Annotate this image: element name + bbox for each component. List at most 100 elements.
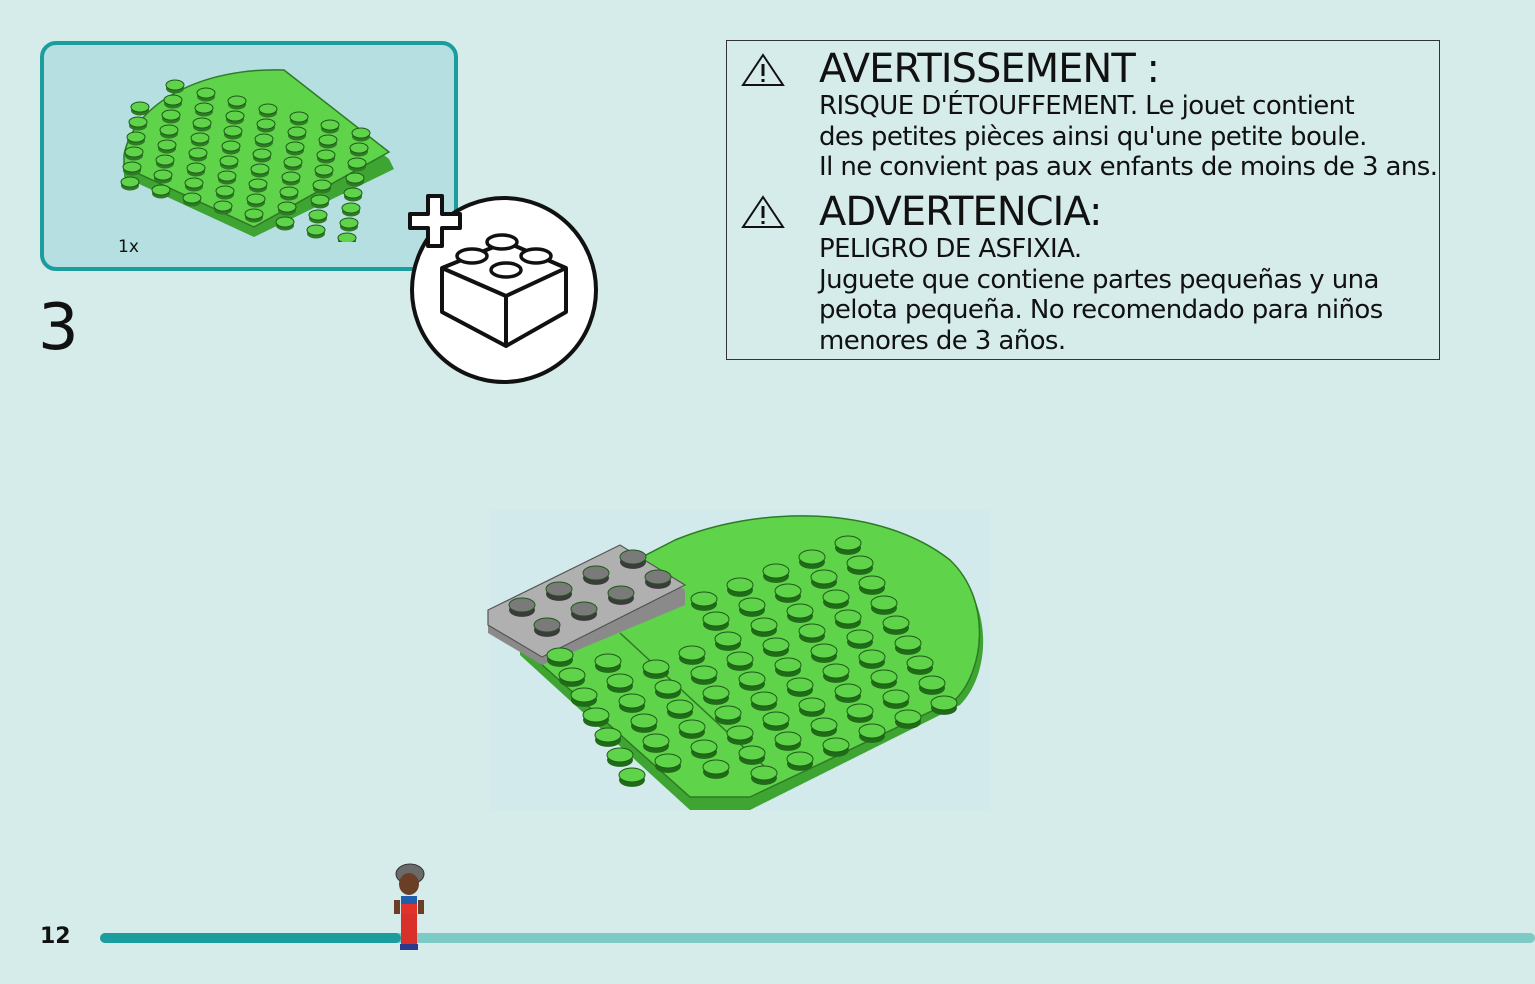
stud-top: [846, 703, 874, 719]
stud-top: [786, 603, 814, 619]
warning-line-es-1: PELIGRO DE ASFIXIA.: [819, 234, 1082, 264]
stud-top: [283, 156, 303, 168]
stud-top: [310, 194, 330, 206]
stud-top: [341, 202, 361, 214]
stud-top: [726, 651, 754, 667]
stud-top: [213, 200, 233, 212]
stud-top: [219, 155, 239, 167]
stud-top: [122, 161, 142, 173]
stud-top: [182, 192, 202, 204]
stud-top: [159, 124, 179, 136]
stud-top: [774, 657, 802, 673]
stud-top: [545, 581, 573, 597]
stud-top: [762, 637, 790, 653]
warning-line-es-4: menores de 3 años.: [819, 326, 1066, 356]
page-number: 12: [40, 924, 71, 949]
stud-top: [930, 695, 958, 711]
add-brick-icon: [408, 194, 598, 384]
stud-top: [217, 170, 237, 182]
stud-top: [619, 549, 647, 565]
stud-top: [594, 653, 622, 669]
minifigure-icon: [394, 863, 425, 950]
stud-top: [738, 671, 766, 687]
stud-top: [582, 707, 610, 723]
stud-top: [606, 747, 634, 763]
stud-top: [347, 157, 367, 169]
stud-top: [882, 689, 910, 705]
choking-warning: AVERTISSEMENT : RISQUE D'ÉTOUFFEMENT. Le…: [726, 40, 1440, 360]
stud-top: [570, 601, 598, 617]
stud-top: [320, 119, 340, 131]
stud-top: [858, 649, 886, 665]
stud-top: [678, 719, 706, 735]
stud-top: [906, 655, 934, 671]
stud-top: [786, 751, 814, 767]
stud-top: [161, 109, 181, 121]
stud-top: [165, 79, 185, 91]
stud-top: [822, 589, 850, 605]
stud-top: [870, 669, 898, 685]
stud-top: [762, 711, 790, 727]
stud-top: [128, 116, 148, 128]
warning-line-fr-3: Il ne convient pas aux enfants de moins …: [819, 152, 1438, 182]
warning-line-fr-1: RISQUE D'ÉTOUFFEMENT. Le jouet contient: [819, 91, 1355, 121]
warning-line-es-3: pelota pequeña. No recomendado para niño…: [819, 295, 1383, 325]
warning-line-fr-2: des petites pièces ainsi qu'une petite b…: [819, 122, 1367, 152]
stud-top: [157, 139, 177, 151]
stud-top: [215, 185, 235, 197]
stud-top: [798, 697, 826, 713]
stud-top: [846, 555, 874, 571]
stud-top: [153, 169, 173, 181]
stud-top: [314, 164, 334, 176]
stud-top: [870, 595, 898, 611]
step-number: 3: [38, 291, 79, 365]
stud-top: [702, 759, 730, 775]
stud-top: [163, 94, 183, 106]
stud-top: [714, 705, 742, 721]
stud-top: [642, 733, 670, 749]
stud-top: [281, 171, 301, 183]
stud-top: [654, 679, 682, 695]
progress-bar: [100, 933, 1535, 943]
stud-top: [227, 95, 247, 107]
stud-top: [279, 186, 299, 198]
stud-top: [810, 569, 838, 585]
stud-top: [275, 216, 295, 228]
stud-top: [221, 140, 241, 152]
stud-top: [256, 118, 276, 130]
stud-top: [318, 134, 338, 146]
stud-top: [822, 663, 850, 679]
stud-top: [702, 611, 730, 627]
stud-top: [846, 629, 874, 645]
stud-top: [337, 232, 357, 242]
stud-top: [254, 133, 274, 145]
stud-top: [690, 739, 718, 755]
stud-top: [225, 110, 245, 122]
stud-top: [289, 111, 309, 123]
stud-top: [287, 126, 307, 138]
stud-top: [786, 677, 814, 693]
stud-top: [349, 142, 369, 154]
stud-top: [654, 753, 682, 769]
stud-top: [252, 148, 272, 160]
stud-top: [738, 745, 766, 761]
progress-bar-fill: [100, 933, 402, 943]
stud-top: [316, 149, 336, 161]
plate-studs: [120, 79, 371, 242]
stud-top: [546, 647, 574, 663]
stud-top: [918, 675, 946, 691]
stud-top: [558, 667, 586, 683]
stud-top: [250, 163, 270, 175]
stud-top: [810, 643, 838, 659]
stud-top: [858, 575, 886, 591]
stud-top: [666, 699, 694, 715]
stud-top: [618, 693, 646, 709]
stud-top: [690, 665, 718, 681]
stud-top: [606, 673, 634, 689]
warning-line-es-2: Juguete que contiene partes pequeñas y u…: [819, 265, 1379, 295]
stud-top: [246, 193, 266, 205]
stud-top: [798, 549, 826, 565]
stud-top: [533, 617, 561, 633]
stud-top: [130, 101, 150, 113]
stud-top: [188, 147, 208, 159]
